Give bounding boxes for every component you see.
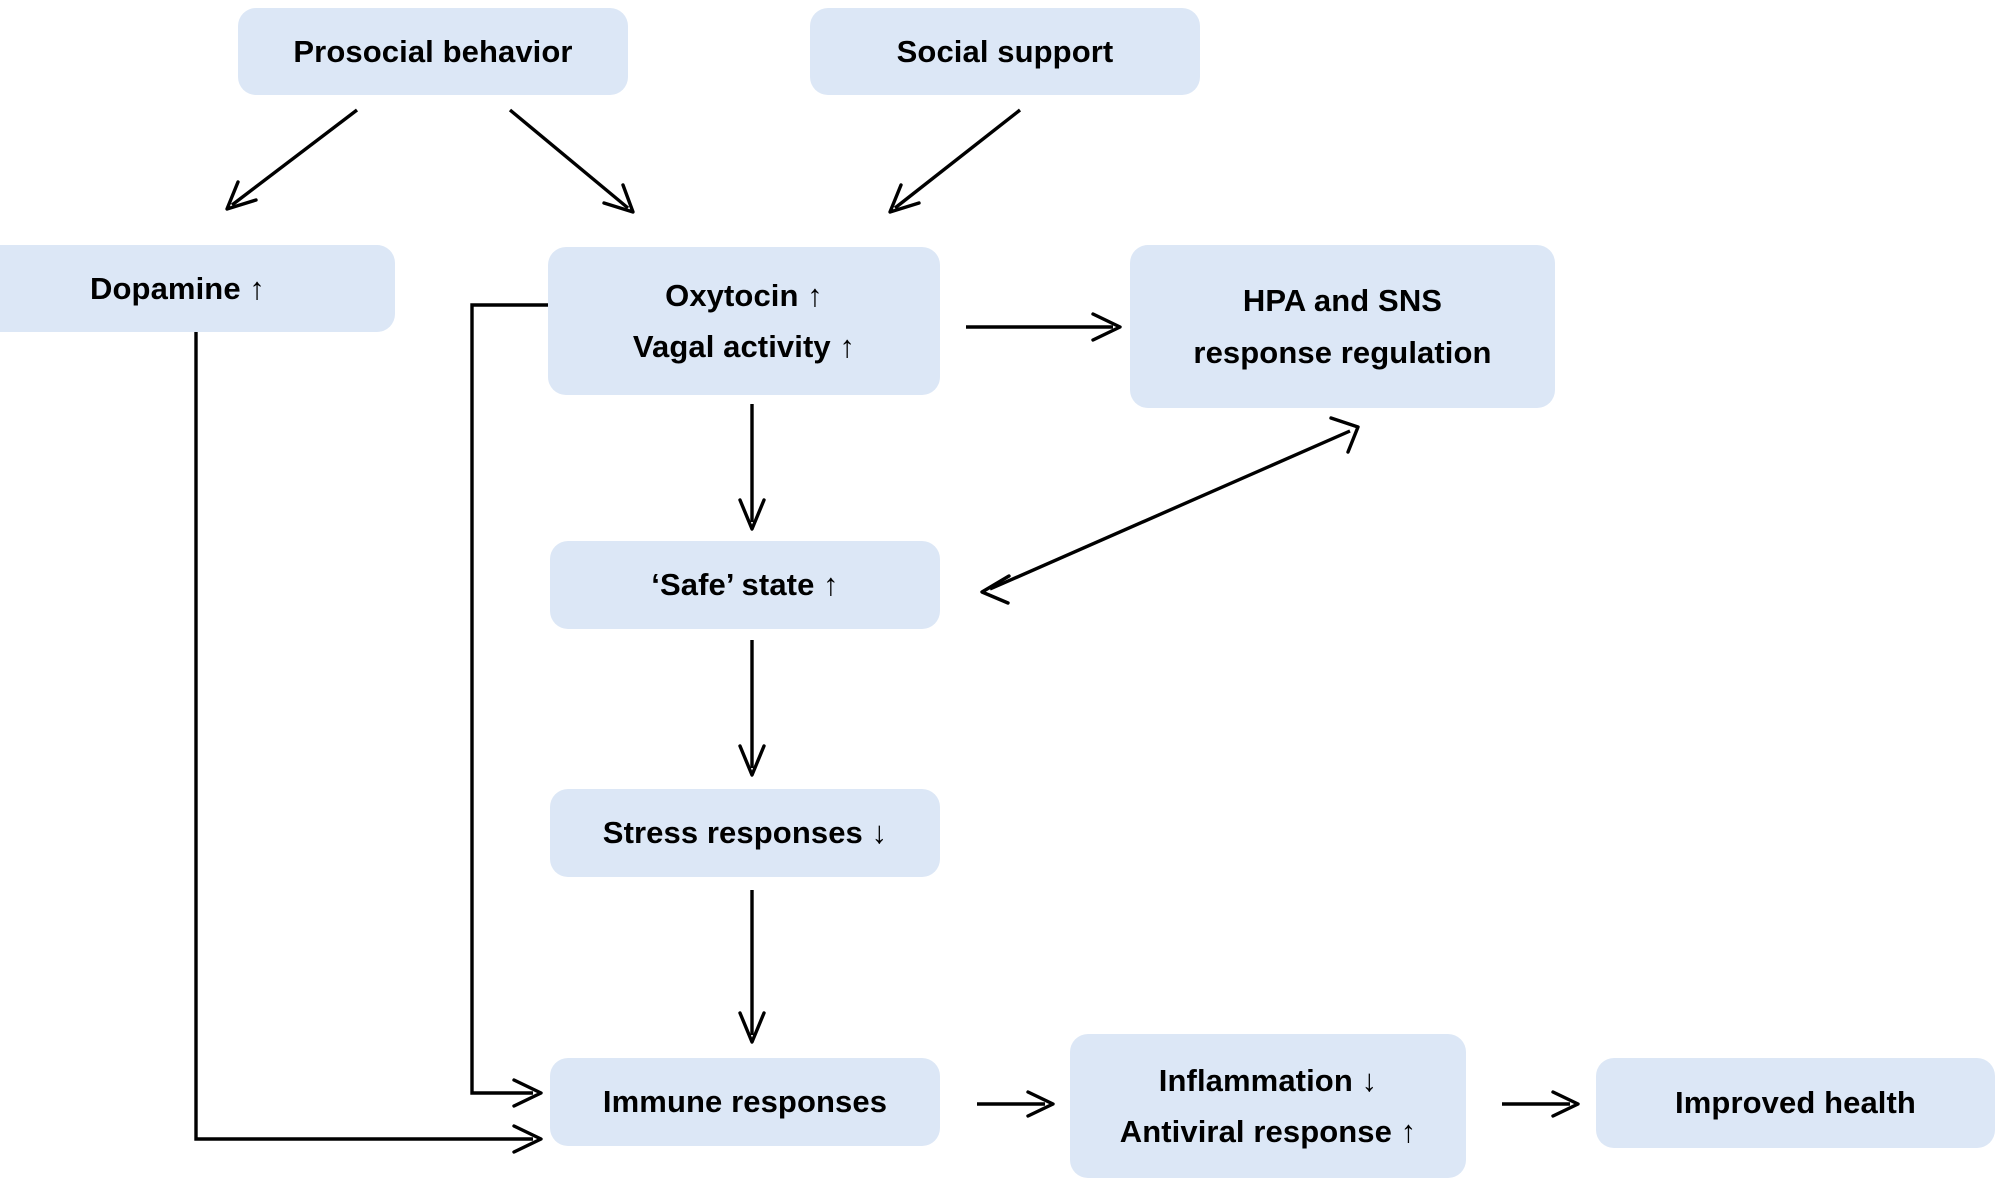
node-improved-health-line1: Improved health: [1675, 1085, 1916, 1121]
node-improved-health[interactable]: Improved health: [1596, 1058, 1995, 1148]
edge-immune-responses-to-inflammation: [977, 1090, 1055, 1118]
edge-prosocial-to-oxytocin: [508, 108, 635, 214]
node-stress-responses-line1: Stress responses ↓: [602, 815, 888, 851]
node-social-support[interactable]: Social support: [810, 8, 1200, 95]
node-stress-responses[interactable]: Stress responses ↓: [550, 789, 940, 877]
node-safe-state-line1: ‘Safe’ state ↑: [651, 567, 839, 603]
edge-social-support-to-oxytocin: [888, 108, 1022, 214]
node-prosocial-behavior[interactable]: Prosocial behavior: [238, 8, 628, 95]
edge-oxytocin-to-hpa-sns: [966, 312, 1122, 342]
node-inflammation-antiviral[interactable]: Inflammation ↓ Antiviral response ↑: [1070, 1034, 1466, 1178]
edge-prosocial-to-dopamine: [225, 108, 359, 211]
node-oxytocin-vagal-line1: Oxytocin ↑: [665, 277, 823, 313]
node-inflammation-antiviral-line2: Antiviral response ↑: [1119, 1114, 1417, 1149]
node-hpa-sns-line2: response regulation: [1193, 334, 1492, 370]
node-dopamine[interactable]: Dopamine ↑: [0, 245, 395, 332]
node-safe-state[interactable]: ‘Safe’ state ↑: [550, 541, 940, 629]
node-social-support-line1: Social support: [896, 33, 1114, 69]
edge-stress-responses-to-immune-responses: [738, 890, 766, 1044]
node-immune-responses[interactable]: Immune responses: [550, 1058, 940, 1146]
edge-oxytocin-to-immune-responses: [470, 303, 548, 1108]
node-dopamine-line1: Dopamine ↑: [90, 270, 265, 306]
edge-dopamine-to-immune-responses: [194, 265, 543, 1154]
edge-oxytocin-to-safe-state: [738, 404, 766, 531]
edge-safe-state-to-hpa-sns: [980, 416, 1360, 605]
node-inflammation-antiviral-line1: Inflammation ↓: [1158, 1062, 1378, 1098]
edge-inflammation-to-improved-health: [1502, 1090, 1580, 1118]
node-oxytocin-vagal[interactable]: Oxytocin ↑ Vagal activity ↑: [548, 247, 940, 395]
node-hpa-sns-line1: HPA and SNS: [1242, 283, 1443, 319]
node-prosocial-behavior-line1: Prosocial behavior: [293, 33, 573, 69]
edge-safe-state-to-stress-responses: [738, 640, 766, 777]
node-immune-responses-line1: Immune responses: [602, 1084, 888, 1120]
node-hpa-sns[interactable]: HPA and SNS response regulation: [1130, 245, 1555, 408]
node-oxytocin-vagal-line2: Vagal activity ↑: [632, 329, 856, 364]
